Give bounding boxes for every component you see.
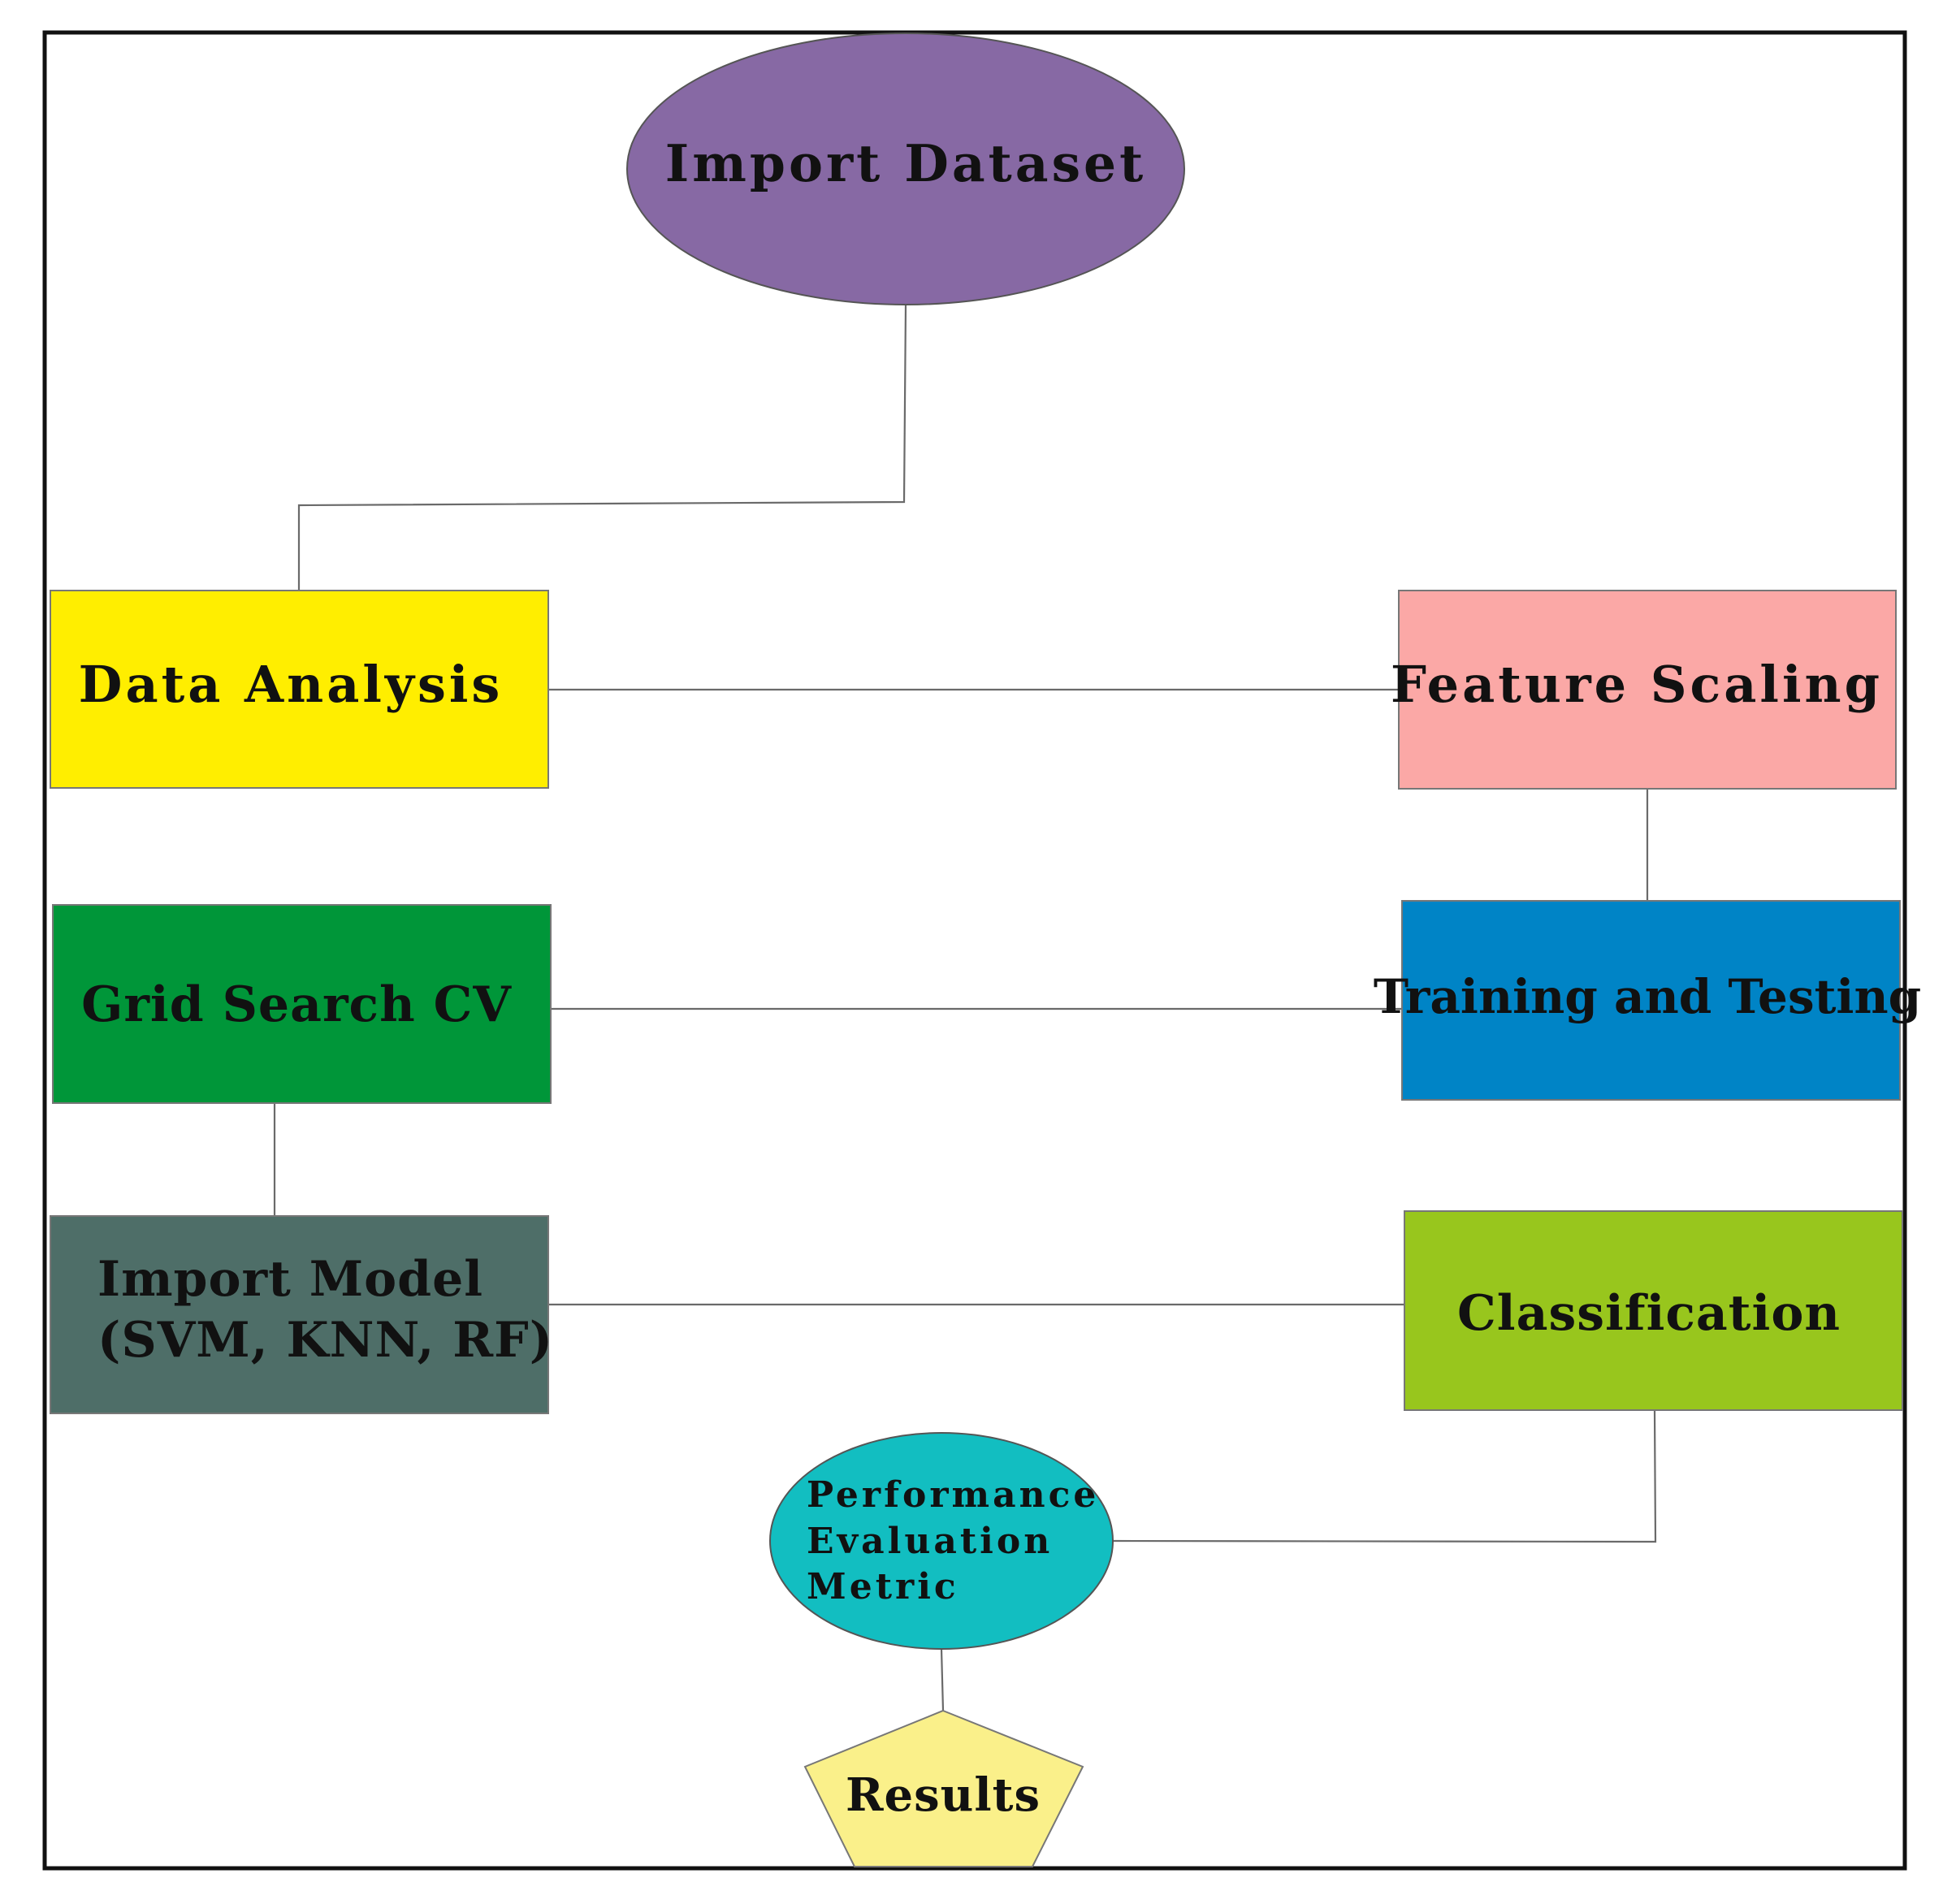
diagram-frame bbox=[42, 30, 1907, 1871]
results-label: Results bbox=[846, 1768, 1041, 1822]
grid-search-cv-label: Grid Search CV bbox=[81, 976, 512, 1033]
classification-label: Classification bbox=[1457, 1285, 1841, 1342]
node-import-dataset: Import Dataset bbox=[626, 32, 1185, 305]
edge-import-dataset-to-data-analysis bbox=[297, 304, 907, 591]
node-results: Results bbox=[803, 1709, 1084, 1867]
connectors bbox=[273, 304, 1657, 1711]
performance-label-line1: Performance bbox=[807, 1474, 1099, 1516]
performance-label-line2: Evaluation bbox=[807, 1521, 1053, 1562]
node-data-analysis: Data Analysis bbox=[50, 590, 549, 789]
import-model-shape bbox=[50, 1215, 549, 1414]
import-dataset-shape bbox=[626, 32, 1185, 305]
node-classification: Classification bbox=[1404, 1210, 1903, 1411]
import-dataset-label: Import Dataset bbox=[665, 133, 1146, 193]
node-import-model: Import Model (SVM, KNN, RF) bbox=[50, 1215, 553, 1414]
classification-shape bbox=[1404, 1210, 1903, 1411]
node-grid-search-cv: Grid Search CV bbox=[52, 904, 552, 1104]
feature-scaling-label: Feature Scaling bbox=[1391, 655, 1883, 714]
feature-scaling-shape bbox=[1398, 590, 1897, 790]
training-testing-label: Training and Testing bbox=[1374, 969, 1921, 1024]
data-analysis-shape bbox=[50, 590, 549, 789]
node-performance-evaluation-metric: Performance Evaluation Metric bbox=[769, 1432, 1114, 1650]
import-model-label-line1: Import Model bbox=[97, 1251, 483, 1308]
performance-shape bbox=[769, 1432, 1114, 1650]
node-feature-scaling: Feature Scaling bbox=[1391, 590, 1897, 790]
edge-performance-to-results bbox=[940, 1648, 945, 1711]
edge-classification-to-performance bbox=[1112, 1409, 1657, 1543]
node-training-testing: Training and Testing bbox=[1374, 900, 1921, 1101]
results-shape bbox=[803, 1709, 1084, 1867]
training-testing-shape bbox=[1401, 900, 1901, 1101]
import-model-label-line2: (SVM, KNN, RF) bbox=[97, 1312, 553, 1369]
grid-search-cv-shape bbox=[52, 904, 552, 1104]
performance-label-line3: Metric bbox=[807, 1566, 959, 1608]
data-analysis-label: Data Analysis bbox=[79, 655, 504, 714]
